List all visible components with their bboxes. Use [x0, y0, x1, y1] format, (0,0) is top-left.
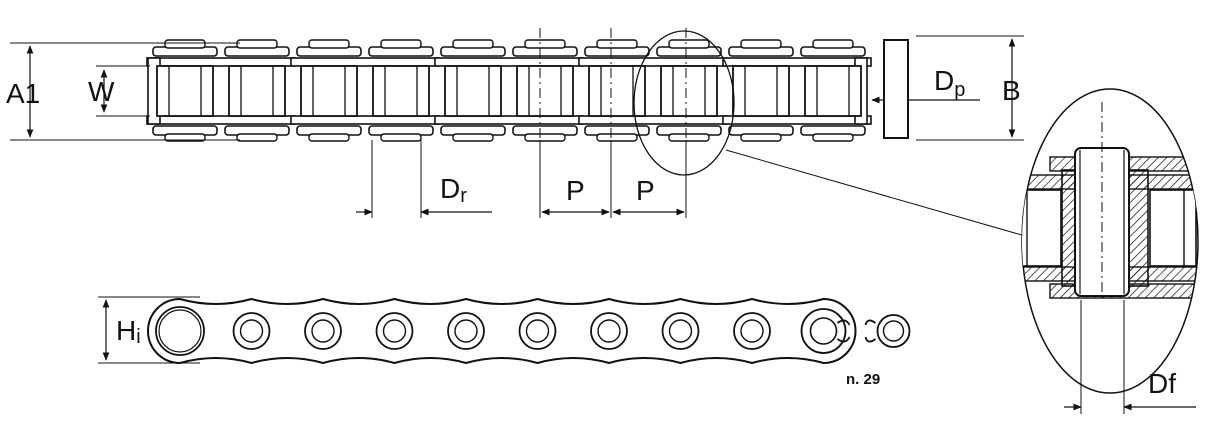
roller-top-view [516, 65, 574, 117]
label-dr: Dr [440, 173, 467, 207]
label-w: W [88, 76, 115, 107]
inner-plate-bottom [290, 115, 440, 125]
label-b: B [1002, 75, 1021, 106]
inner-plate-top [290, 57, 440, 67]
label-df: Df [1148, 368, 1176, 399]
pin-head-bottom [668, 133, 710, 142]
inner-plate-bottom [434, 115, 584, 125]
dimension-dp: Dp [871, 65, 980, 104]
label-p-right: P [636, 175, 655, 206]
pin-head-top [452, 39, 494, 49]
label-dp: Dp [934, 65, 965, 101]
inner-plate-bottom [146, 115, 296, 125]
inner-plate-top [434, 57, 584, 67]
roller-top-view [444, 65, 502, 117]
inner-plate-top [722, 57, 872, 67]
pin-head-top [740, 39, 782, 49]
roller-side-pin [239, 319, 264, 343]
pin-head-bottom [380, 133, 422, 142]
roller-top-view [588, 65, 646, 117]
roller-top-view [804, 65, 862, 117]
inner-plate-bottom [722, 115, 872, 125]
pin-head-bottom [164, 133, 206, 142]
dimension-hi: Hi [98, 296, 200, 364]
dimension-df: Df [1064, 300, 1196, 414]
dimension-a1: A1 [6, 42, 240, 141]
dimension-pitch: P P [539, 140, 687, 218]
roller-top-view [300, 65, 358, 117]
label-hi: Hi [116, 315, 141, 348]
pin-head-top [812, 39, 854, 49]
pin-head-bottom [740, 133, 782, 142]
roller-side-pin [668, 319, 693, 343]
roller-side-pin [311, 319, 335, 343]
pin-head-top [524, 39, 566, 49]
pin-head-top [380, 39, 422, 49]
figure-number: n. 29 [846, 371, 880, 388]
label-a1: A1 [6, 78, 40, 109]
detail-view [1021, 88, 1199, 394]
roller-side-pin [597, 319, 621, 343]
roller-top-view [156, 65, 214, 117]
pin-head-bottom [524, 133, 566, 142]
inner-plate-bottom [578, 115, 728, 125]
inner-plate-top [146, 57, 296, 67]
roller-side-inner [158, 309, 202, 353]
pin-head-top [308, 39, 350, 49]
roller-top-view [660, 65, 718, 117]
chain-side-view [147, 297, 911, 365]
pin-head-top [596, 39, 638, 49]
spring-clip [864, 319, 877, 343]
pin-head-bottom [812, 133, 854, 142]
pin-head-top [236, 39, 278, 49]
chain-top-view [146, 28, 909, 158]
roller-side-view [155, 306, 205, 356]
label-p-left: P [566, 175, 585, 206]
pin-head-top [668, 39, 710, 49]
pin-head-top [164, 39, 206, 49]
roller-top-view [372, 65, 430, 117]
pin-head-bottom [596, 133, 638, 142]
spring-clip [836, 319, 851, 343]
roller-side-pin [382, 319, 407, 343]
end-pin-side-core [882, 320, 905, 342]
pin-head-bottom [236, 133, 278, 142]
pin-head-bottom [452, 133, 494, 142]
roller-side-pin [454, 319, 478, 343]
roller-side-pin [525, 319, 550, 343]
pin-head-bottom [308, 133, 350, 142]
roller-top-view [228, 65, 286, 117]
roller-top-view [732, 65, 790, 117]
dimension-dr: Dr [356, 140, 492, 218]
inner-plate-top [578, 57, 728, 67]
detail-callout [633, 30, 1026, 237]
end-pin [883, 39, 909, 139]
dimension-b: B [916, 35, 1024, 141]
master-link-pin-core [809, 317, 838, 345]
dimension-w: W [88, 65, 150, 117]
roller-side-pin [740, 319, 764, 343]
